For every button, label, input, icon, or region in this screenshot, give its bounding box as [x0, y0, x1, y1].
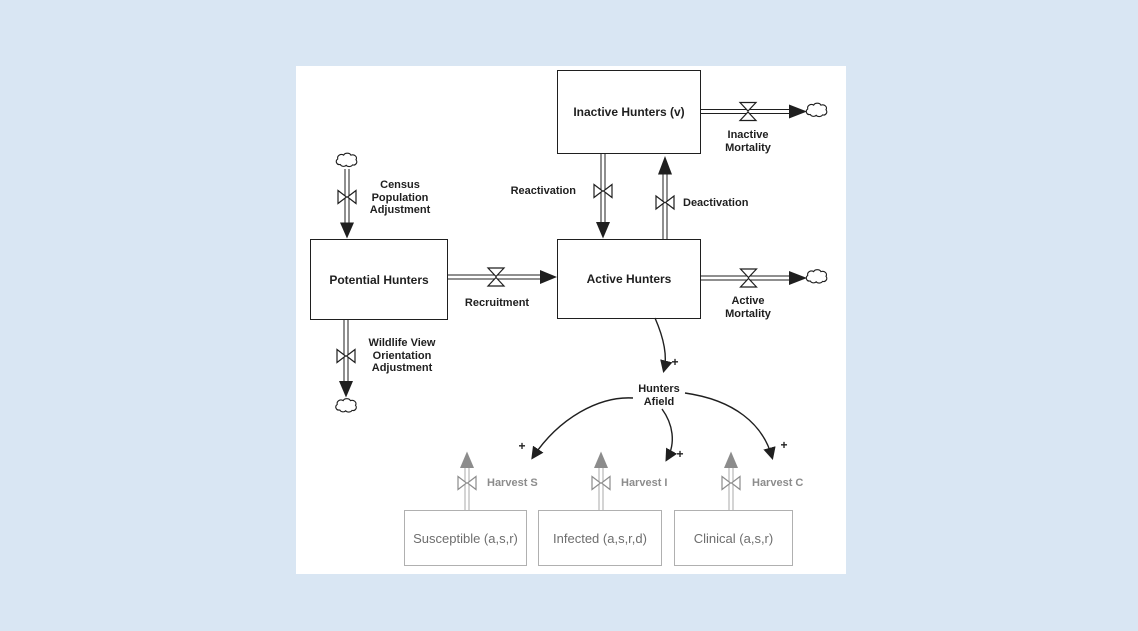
stock-active-hunters-label: Active Hunters [586, 272, 672, 286]
plus-sign: + [780, 438, 787, 452]
valve-icon [655, 195, 675, 210]
flow-arrowhead [789, 271, 807, 285]
stock-active-hunters: Active Hunters [557, 239, 701, 319]
stock-potential-hunters-label: Potential Hunters [329, 272, 429, 287]
label-recruitment: Recruitment [464, 297, 530, 309]
compartment-infected: Infected (a,s,r,d) [538, 510, 662, 566]
cloud-icon [805, 102, 828, 118]
flow-harvest-i [591, 451, 611, 510]
cloud-icon [335, 398, 357, 413]
valve-icon [487, 267, 505, 287]
flow-arrowhead [658, 156, 672, 175]
stock-inactive-hunters-label: Inactive Hunters (v) [573, 105, 685, 119]
label-census-adjustment: Census Population Adjustment [369, 179, 431, 216]
valve-icon [739, 101, 757, 122]
label-wildlife-adjustment: Wildlife View Orientation Adjustment [368, 337, 436, 374]
label-inactive-mortality: Inactive Mortality [725, 129, 771, 154]
label-harvest-s: Harvest S [487, 477, 538, 489]
valve-icon [721, 475, 741, 491]
flow-deactivation [655, 156, 675, 239]
flow-harvest-s [457, 451, 477, 510]
cloud-icon [335, 152, 358, 168]
stock-potential-hunters: Potential Hunters [310, 239, 448, 320]
label-active-mortality: Active Mortality [725, 295, 771, 320]
flow-arrowhead [596, 222, 610, 239]
cloud-icon [805, 269, 828, 284]
plus-sign: + [671, 355, 678, 369]
valve-icon [457, 475, 477, 491]
compartment-susceptible: Susceptible (a,s,r) [404, 510, 527, 566]
flow-arrowhead [594, 451, 608, 468]
flow-arrowhead [340, 222, 354, 239]
compartment-clinical-label: Clinical (a,s,r) [693, 530, 774, 546]
flow-harvest-c [721, 451, 741, 510]
valve-icon [591, 475, 611, 491]
flow-arrowhead [789, 104, 807, 119]
label-reactivation: Reactivation [510, 185, 576, 197]
valve-icon [739, 268, 758, 288]
flow-active-mortality [701, 268, 828, 288]
flow-arrowhead [339, 381, 353, 398]
flow-arrowhead [540, 270, 557, 284]
compartment-susceptible-label: Susceptible (a,s,r) [413, 530, 518, 546]
causal-link-afield-to-harvest-i [661, 408, 678, 462]
flow-inactive-mortality [701, 101, 828, 122]
plus-sign: + [518, 439, 525, 453]
diagram-canvas: Inactive Hunters (v) Potential Hunters A… [296, 66, 846, 574]
flow-arrowhead [460, 451, 474, 468]
label-deactivation: Deactivation [683, 197, 749, 209]
flow-reactivation [593, 154, 613, 239]
flow-arrowhead [724, 451, 738, 468]
label-harvest-i: Harvest I [621, 477, 668, 489]
polarity-signs: + + + + [518, 355, 787, 461]
label-hunters-afield: Hunters Afield [638, 383, 680, 408]
flow-recruitment [448, 267, 557, 287]
label-harvest-c: Harvest C [752, 477, 804, 489]
stock-inactive-hunters: Inactive Hunters (v) [557, 70, 701, 154]
valve-icon [593, 183, 613, 199]
causal-link-active-to-afield [654, 317, 673, 374]
compartment-clinical: Clinical (a,s,r) [674, 510, 793, 566]
compartment-infected-label: Infected (a,s,r,d) [553, 530, 647, 546]
plus-sign: + [676, 447, 683, 461]
